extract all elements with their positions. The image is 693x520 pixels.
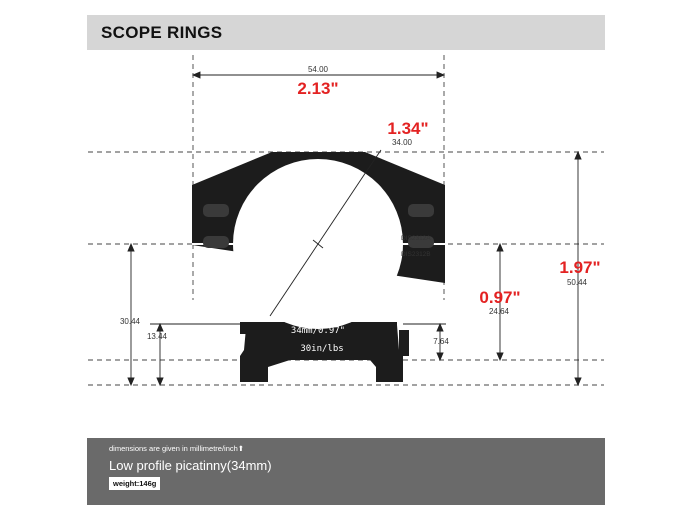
clamp-nut	[399, 330, 409, 356]
base-to-center-mm-label: 30.44	[120, 317, 141, 326]
total-height-dimension	[574, 150, 582, 387]
ring-lower-body	[192, 245, 445, 382]
center-height-mm-label: 24.64	[489, 307, 510, 316]
product-name: Low profile picatinny(34mm)	[109, 458, 272, 473]
size-engraving: 34mm/0.97"	[291, 326, 345, 336]
left-screw-slot-lower	[203, 236, 229, 248]
center-height-dimension	[496, 242, 504, 362]
width-dimension	[191, 71, 446, 79]
right-screw-slot-lower	[408, 236, 434, 248]
clamp-height-mm-label: 7.64	[433, 337, 449, 346]
clamp-height-dimension	[403, 322, 446, 362]
page-title: SCOPE RINGS	[101, 23, 223, 42]
part-number-b: DIS2312B	[401, 251, 431, 258]
header-bar: SCOPE RINGS	[87, 15, 605, 50]
part-number-a: DIS2312A	[401, 235, 431, 242]
scope-ring-body	[192, 152, 445, 382]
base-to-center-dimension	[127, 242, 135, 387]
rail-height-dimension	[150, 322, 240, 387]
units-note: dimensions are given in millimetre/inch⬆	[109, 444, 245, 453]
torque-engraving: 30in/lbs	[300, 344, 343, 354]
center-height-in-label: 0.97"	[479, 288, 520, 307]
total-height-in-label: 1.97"	[559, 258, 600, 277]
left-screw-slot	[203, 204, 229, 217]
weight-badge: weight:146g	[109, 477, 161, 490]
rail-height-mm-label: 13.44	[147, 332, 168, 341]
width-mm-label: 54.00	[308, 65, 329, 74]
reference-lines	[88, 55, 604, 386]
footer-panel: dimensions are given in millimetre/inch⬆…	[87, 438, 605, 505]
bore-dimension	[269, 149, 382, 317]
bore-mm-label: 34.00	[392, 138, 413, 147]
width-in-label: 2.13"	[297, 79, 338, 98]
bore-in-label: 1.34"	[387, 119, 428, 138]
right-screw-slot	[408, 204, 434, 217]
total-height-mm-label: 50.44	[567, 278, 588, 287]
